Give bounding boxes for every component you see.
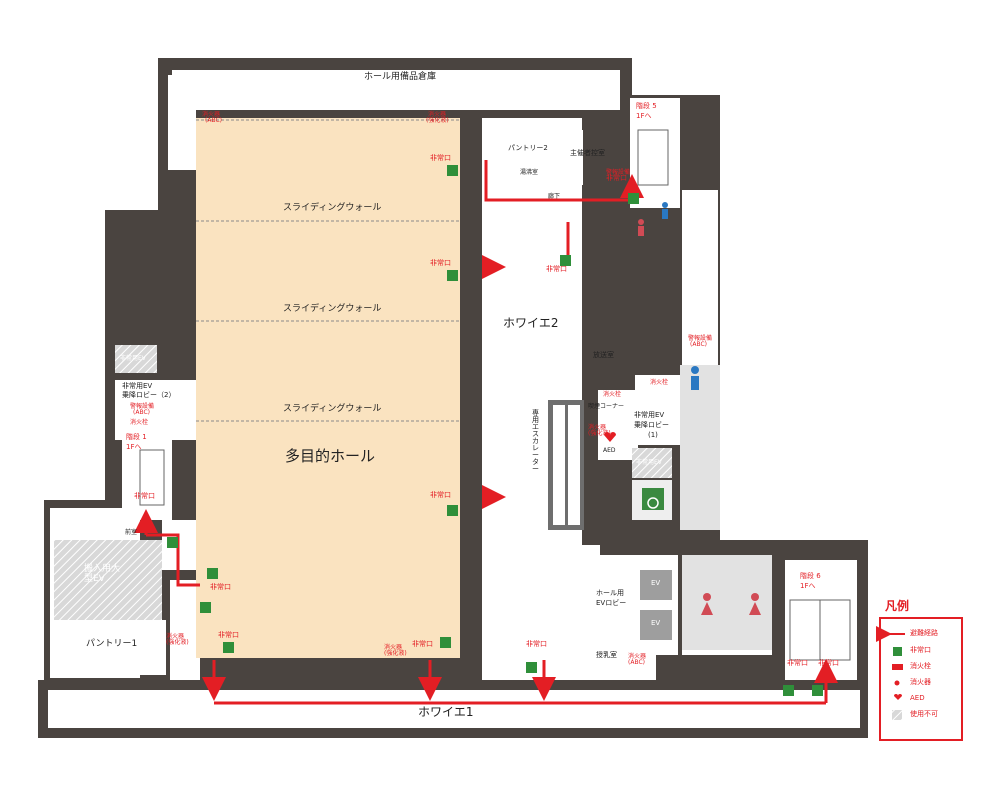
exit-label-5: 非常口 (134, 492, 155, 500)
stairs6-line1: 階段 6 (800, 572, 821, 580)
legend-symbols (876, 626, 905, 720)
hall-ev-lobby-line2: EVロビー (596, 599, 627, 607)
escalator-label: 専用エスカレーター (532, 409, 539, 473)
ev-label-2: EV (651, 619, 661, 627)
stairs5-line2: 1Fへ (636, 112, 652, 120)
extinguisher-top-left: 消火器 (202, 111, 221, 118)
smoking-label: 喫煙コーナー (588, 403, 625, 410)
extinguisher-bottom-mid: 消火器 (384, 644, 403, 651)
hall-ev-lobby-line1: ホール用 (596, 589, 624, 597)
front-room-label: 前室 (125, 529, 138, 536)
wheelchair-icon (642, 488, 664, 510)
ev-label-1: EV (651, 579, 661, 587)
interior-floors (48, 70, 860, 728)
exit-label-11: 非常口 (818, 659, 839, 667)
toilet-female-icon (638, 219, 761, 615)
hydrant-left: 消火栓 (130, 419, 149, 426)
foyer1-label: ホワイエ1 (418, 705, 474, 719)
legend-exit: 非常口 (910, 646, 931, 654)
extinguisher-nursing-sub: (ABC) (628, 659, 645, 666)
corridor-label: 廊下 (548, 193, 561, 200)
exit-label-1: 非常口 (430, 154, 451, 162)
hall-label: 多目的ホール (285, 447, 376, 465)
extinguisher-nursing: 消火器 (628, 653, 647, 660)
aed-label-map: AED (603, 447, 616, 454)
tea-room-label: 湯沸室 (520, 169, 539, 176)
exit-sign-icon (167, 165, 823, 696)
extinguisher-top-left-sub: (ABC) (205, 117, 222, 124)
emergency-ev-left: 非常用EV (120, 355, 146, 362)
exit-label-7: 非常口 (218, 631, 239, 639)
legend-route: 避難経路 (910, 629, 938, 637)
exit-label-2: 非常口 (430, 259, 451, 267)
extinguisher-top-right: 消火器 (428, 111, 447, 118)
ev-lobby1-line3: (1) (648, 431, 658, 439)
broadcast-room-label: 放送室 (593, 351, 614, 359)
evacuation-routes (134, 160, 838, 705)
exit-label-8: 非常口 (412, 640, 433, 648)
organizer-room-label: 主催者控室 (570, 149, 605, 157)
alarm-right: 警報設備 (688, 335, 713, 342)
legend-hydrant: 消火栓 (910, 662, 931, 670)
exit-label-3: 非常口 (430, 491, 451, 499)
ev-lobby2-line1: 非常用EV (122, 382, 153, 390)
alarm-right-sub: (ABC) (690, 341, 707, 348)
sliding-wall-1: スライディングウォール (283, 203, 382, 213)
pantry1-label: パントリー1 (86, 639, 138, 649)
alarm-left: 警報設備 (130, 403, 155, 410)
multipurpose-hall-floor (196, 118, 460, 658)
ev-lobby1-line1: 非常用EV (634, 411, 665, 419)
toilet-male-icon (662, 202, 699, 390)
exit-label-6: 非常口 (210, 583, 231, 591)
stairs6-line2: 1Fへ (800, 582, 816, 590)
exit-label-9: 非常口 (526, 640, 547, 648)
exit-label-10: 非常口 (787, 659, 808, 667)
aed-icon (604, 432, 616, 442)
exit-label-4: 非常口 (546, 265, 567, 273)
extinguisher-smoking-sub: (強化液) (588, 430, 611, 437)
nursing-room-label: 授乳室 (596, 651, 617, 659)
stairs1-line1: 階段 1 (126, 433, 147, 441)
escalator (548, 400, 584, 530)
legend-aed: AED (910, 694, 925, 702)
extinguisher-smoking: 消火器 (588, 424, 607, 431)
foyer2-label: ホワイエ2 (503, 316, 559, 330)
extinguisher-bottom-left-sub: (強化液) (166, 639, 189, 646)
legend-title: 凡例 (885, 599, 910, 613)
pantry2-label: パントリー2 (508, 144, 548, 152)
storage-label: ホール用備品倉庫 (364, 72, 437, 82)
extinguisher-top-right-sub: (強化液) (426, 117, 449, 124)
sliding-wall-3: スライディングウォール (283, 404, 382, 414)
grey-rooms (115, 345, 772, 650)
freight-ev-label: 搬入用大型EV (84, 564, 121, 584)
stairs5-line1: 階段 5 (636, 102, 657, 110)
extinguisher-bottom-left: 消火器 (166, 633, 185, 640)
ev-lobby1-line2: 乗降ロビー (634, 421, 669, 429)
stairs1-line2: 1Fへ (126, 443, 142, 451)
hydrant-right2: 消火栓 (650, 379, 669, 386)
hydrant-right: 消火栓 (603, 391, 622, 398)
sliding-wall-2: スライディングウォール (283, 304, 382, 314)
ev-lobby2-line2: 乗降ロビー（2） (122, 391, 176, 399)
emergency-ev-right: 非常用EV (636, 459, 662, 466)
sliding-wall-lines (196, 119, 460, 422)
legend-extinguisher: 消火器 (910, 678, 931, 686)
exit-label-12: 非常口 (606, 174, 627, 182)
alarm-left-sub: (ABC) (133, 409, 150, 416)
legend-unavailable: 使用不可 (910, 710, 938, 718)
extinguisher-bottom-mid-sub: (強化液) (384, 650, 407, 657)
alarm-stairs5: 警報設備 (606, 169, 631, 176)
